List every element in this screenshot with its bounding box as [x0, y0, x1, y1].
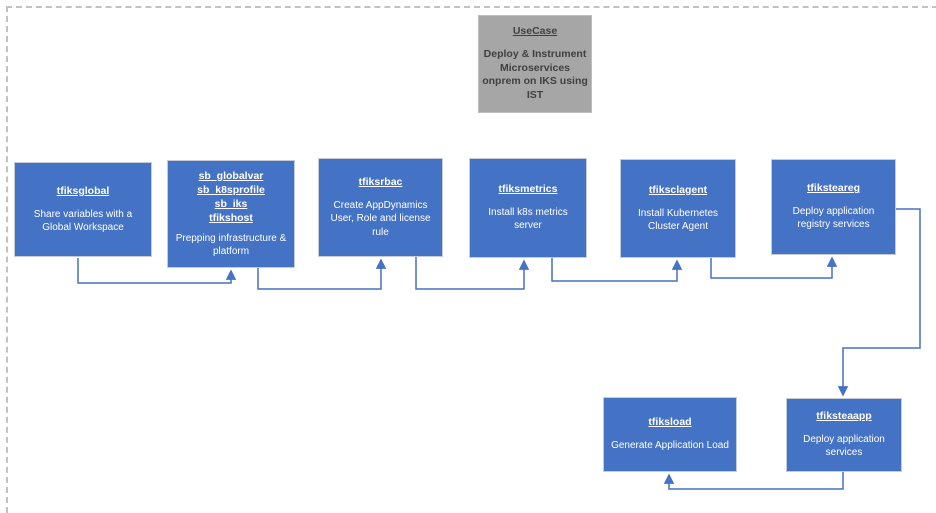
node-title: tfiksteaapp	[816, 410, 872, 423]
node-title-group: tfiksrbac	[359, 176, 403, 190]
node-title: tfikshost	[209, 211, 253, 224]
node-title: sb_iks	[214, 197, 248, 210]
node-body: Deploy application registry services	[792, 206, 875, 231]
node-body: Deploy application services	[803, 434, 885, 459]
node-body: Generate Application Load	[611, 440, 729, 452]
node-title-group: tfiksclagent	[649, 184, 707, 198]
node-tfiksrbac[interactable]: tfiksrbac Create AppDynamics User, Role …	[318, 158, 443, 257]
node-title: sb_k8sprofile	[197, 183, 265, 196]
node-usecase[interactable]: UseCase Deploy & Instrument Microservice…	[478, 15, 592, 113]
node-title: tfiksglobal	[56, 184, 110, 197]
node-title: UseCase	[512, 24, 558, 37]
node-body: Install k8s metrics server	[488, 207, 568, 232]
node-title-group: tfiksteaapp	[816, 410, 871, 424]
node-sb-group[interactable]: sb_globalvar sb_k8sprofile sb_iks tfiksh…	[167, 160, 295, 268]
node-tfiksload[interactable]: tfiksload Generate Application Load	[603, 397, 737, 472]
node-title-group: tfiksload	[648, 416, 691, 430]
edge-tfiksmetrics-to-tfiksclagent	[551, 258, 683, 282]
node-title: tfiksrbac	[358, 176, 403, 189]
node-body: Deploy & Instrument Microservices onprem…	[482, 47, 588, 102]
node-title: sb_globalvar	[198, 170, 264, 183]
node-title-group: tfiksmetrics	[499, 183, 558, 197]
node-tfiksteareg[interactable]: tfiksteareg Deploy application registry …	[771, 159, 896, 255]
edge-tfiksclagent-to-tfiksteareg	[710, 256, 838, 279]
node-tfiksteaapp[interactable]: tfiksteaapp Deploy application services	[786, 398, 902, 472]
node-title: tfiksmetrics	[498, 183, 558, 196]
node-body: Prepping infrastructure & platform	[175, 232, 287, 257]
node-title-group: tfiksglobal	[57, 185, 110, 199]
node-title-group: sb_globalvar sb_k8sprofile sb_iks tfiksh…	[197, 170, 265, 225]
node-tfiksclagent[interactable]: tfiksclagent Install Kubernetes Cluster …	[620, 159, 736, 258]
node-title: tfiksload	[648, 416, 692, 429]
node-title: tfiksteareg	[806, 182, 861, 195]
node-tfiksglobal[interactable]: tfiksglobal Share variables with a Globa…	[14, 162, 152, 257]
node-body: Share variables with a Global Workspace	[33, 208, 133, 233]
node-title-group: UseCase	[513, 25, 557, 39]
node-tfiksmetrics[interactable]: tfiksmetrics Install k8s metrics server	[469, 158, 587, 258]
node-body: Create AppDynamics User, Role and licens…	[330, 200, 431, 238]
node-title: tfiksclagent	[648, 183, 708, 196]
edge-tfiksrbac-to-tfiksmetrics	[415, 257, 530, 290]
node-body: Install Kubernetes Cluster Agent	[637, 207, 719, 232]
node-title-group: tfiksteareg	[807, 182, 860, 196]
edge-tfiksteaapp-to-tfiksload	[663, 472, 844, 490]
